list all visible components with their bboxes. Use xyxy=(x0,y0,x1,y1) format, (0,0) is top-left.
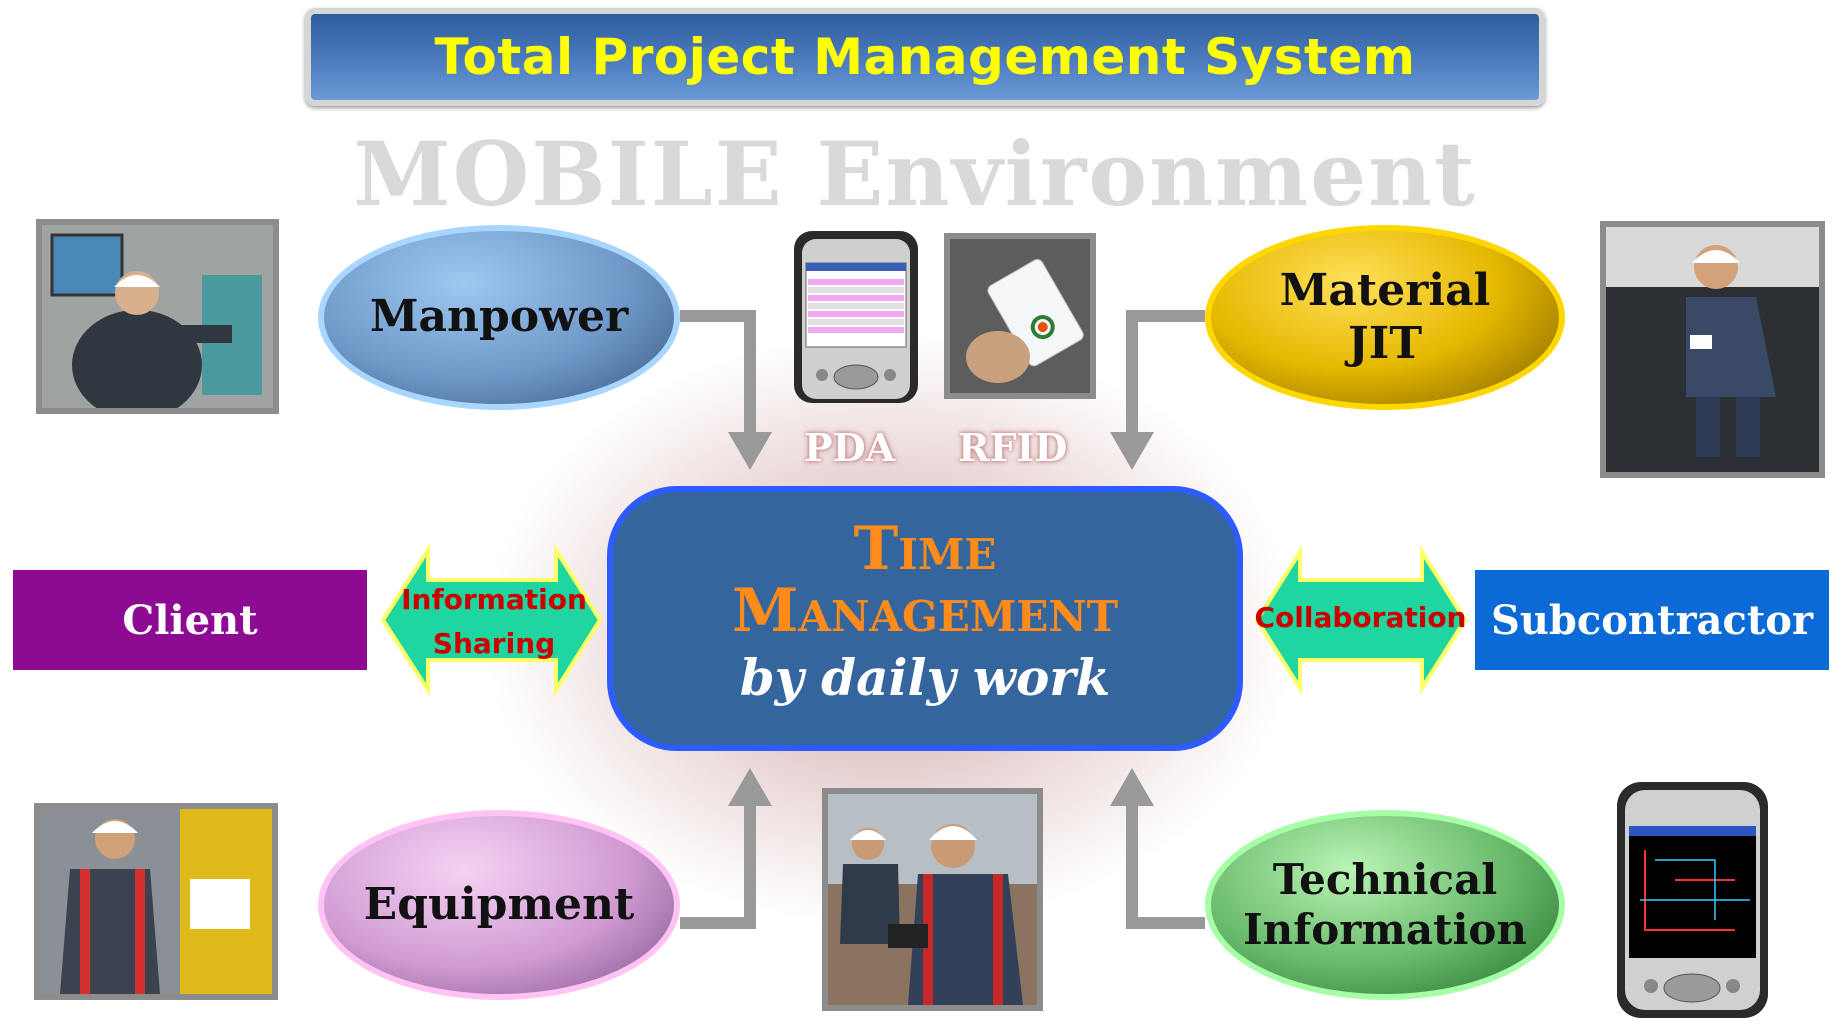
information-label: Information xyxy=(1243,905,1527,954)
elbow-arrow-icon xyxy=(680,310,1205,929)
double-arrow-icon xyxy=(1254,545,1468,695)
collaboration-label: Collaboration xyxy=(1254,601,1467,634)
manpower-label: Manpower xyxy=(369,291,629,343)
rfid-tag-icon xyxy=(944,233,1096,399)
technical-label: Technical xyxy=(1272,854,1498,904)
rfid-label: RFID xyxy=(958,425,1068,470)
pda-label: PDA xyxy=(804,425,896,470)
information-sharing-label: Information Sharing xyxy=(401,583,587,660)
title-banner: Total Project Management System xyxy=(305,8,1545,106)
worker-photo xyxy=(1600,221,1825,478)
client-box: Client xyxy=(13,570,367,670)
time-management-box: Time Management by daily work xyxy=(607,486,1243,751)
worker-photo xyxy=(822,788,1043,1011)
center-line-3: by daily work xyxy=(739,648,1111,707)
equipment-label: Equipment xyxy=(363,878,635,930)
pda-device-icon xyxy=(792,229,920,405)
jit-label: JIT xyxy=(1347,317,1423,369)
subcontractor-label: Subcontractor xyxy=(1490,596,1814,644)
center-line-1: Time xyxy=(853,514,997,584)
subcontractor-box: Subcontractor xyxy=(1475,570,1829,670)
input-material-jit: Material JIT xyxy=(1205,225,1565,410)
input-equipment: Equipment xyxy=(318,810,680,1000)
page-title: Total Project Management System xyxy=(434,28,1416,86)
worker-photo xyxy=(34,803,278,1000)
input-technical-information: Technical Information xyxy=(1205,810,1565,1000)
worker-photo xyxy=(36,219,279,414)
pda-device-icon xyxy=(1615,780,1770,1020)
subtitle: MOBILE Environment xyxy=(353,122,1477,226)
material-label: Material xyxy=(1279,264,1491,316)
input-manpower: Manpower xyxy=(318,225,680,410)
client-label: Client xyxy=(122,596,258,644)
double-arrow-icon xyxy=(380,543,603,697)
center-line-2: Management xyxy=(731,576,1118,646)
